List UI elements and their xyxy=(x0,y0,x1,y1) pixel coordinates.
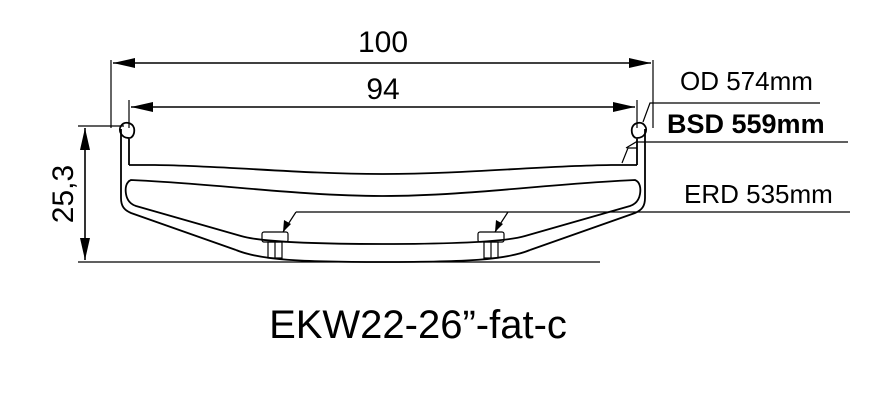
inner-width-label: 94 xyxy=(366,73,399,106)
outer-width-dimension xyxy=(110,58,654,128)
inner-width-dimension xyxy=(128,100,638,128)
erd-leader xyxy=(282,211,850,233)
left-nipple xyxy=(261,231,289,259)
rim-profile xyxy=(118,121,648,263)
od-callout: OD 574mm xyxy=(680,66,813,96)
bsd-callout: BSD 559mm xyxy=(667,109,825,139)
model-title: EKW22-26”-fat-c xyxy=(269,303,567,347)
right-nipple xyxy=(477,231,505,259)
erd-callout: ERD 535mm xyxy=(684,179,833,209)
od-leader xyxy=(642,102,820,123)
height-label: 25,3 xyxy=(47,165,80,223)
outer-width-label: 100 xyxy=(358,26,408,59)
height-dimension xyxy=(78,125,600,263)
bsd-leader xyxy=(625,141,848,149)
